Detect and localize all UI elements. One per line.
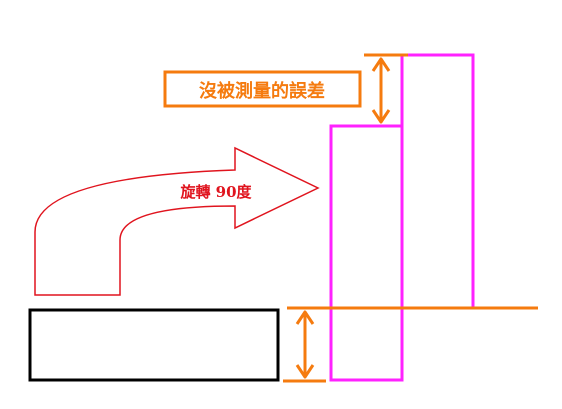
unmeasured-error-label: 沒被測量的誤差 [163, 70, 362, 108]
unmeasured-error-box [163, 70, 362, 108]
unmeasured-error-text: 沒被測量的誤差 [199, 80, 325, 102]
double-arrow-bottom [295, 310, 315, 379]
rotation-arrow [34, 146, 320, 296]
rotation-label: 旋轉 90度 [179, 183, 252, 201]
rotated-block-tall [400, 53, 475, 310]
original-block [28, 308, 280, 382]
rotated-block-short [329, 124, 404, 382]
double-arrow-top [371, 57, 391, 124]
